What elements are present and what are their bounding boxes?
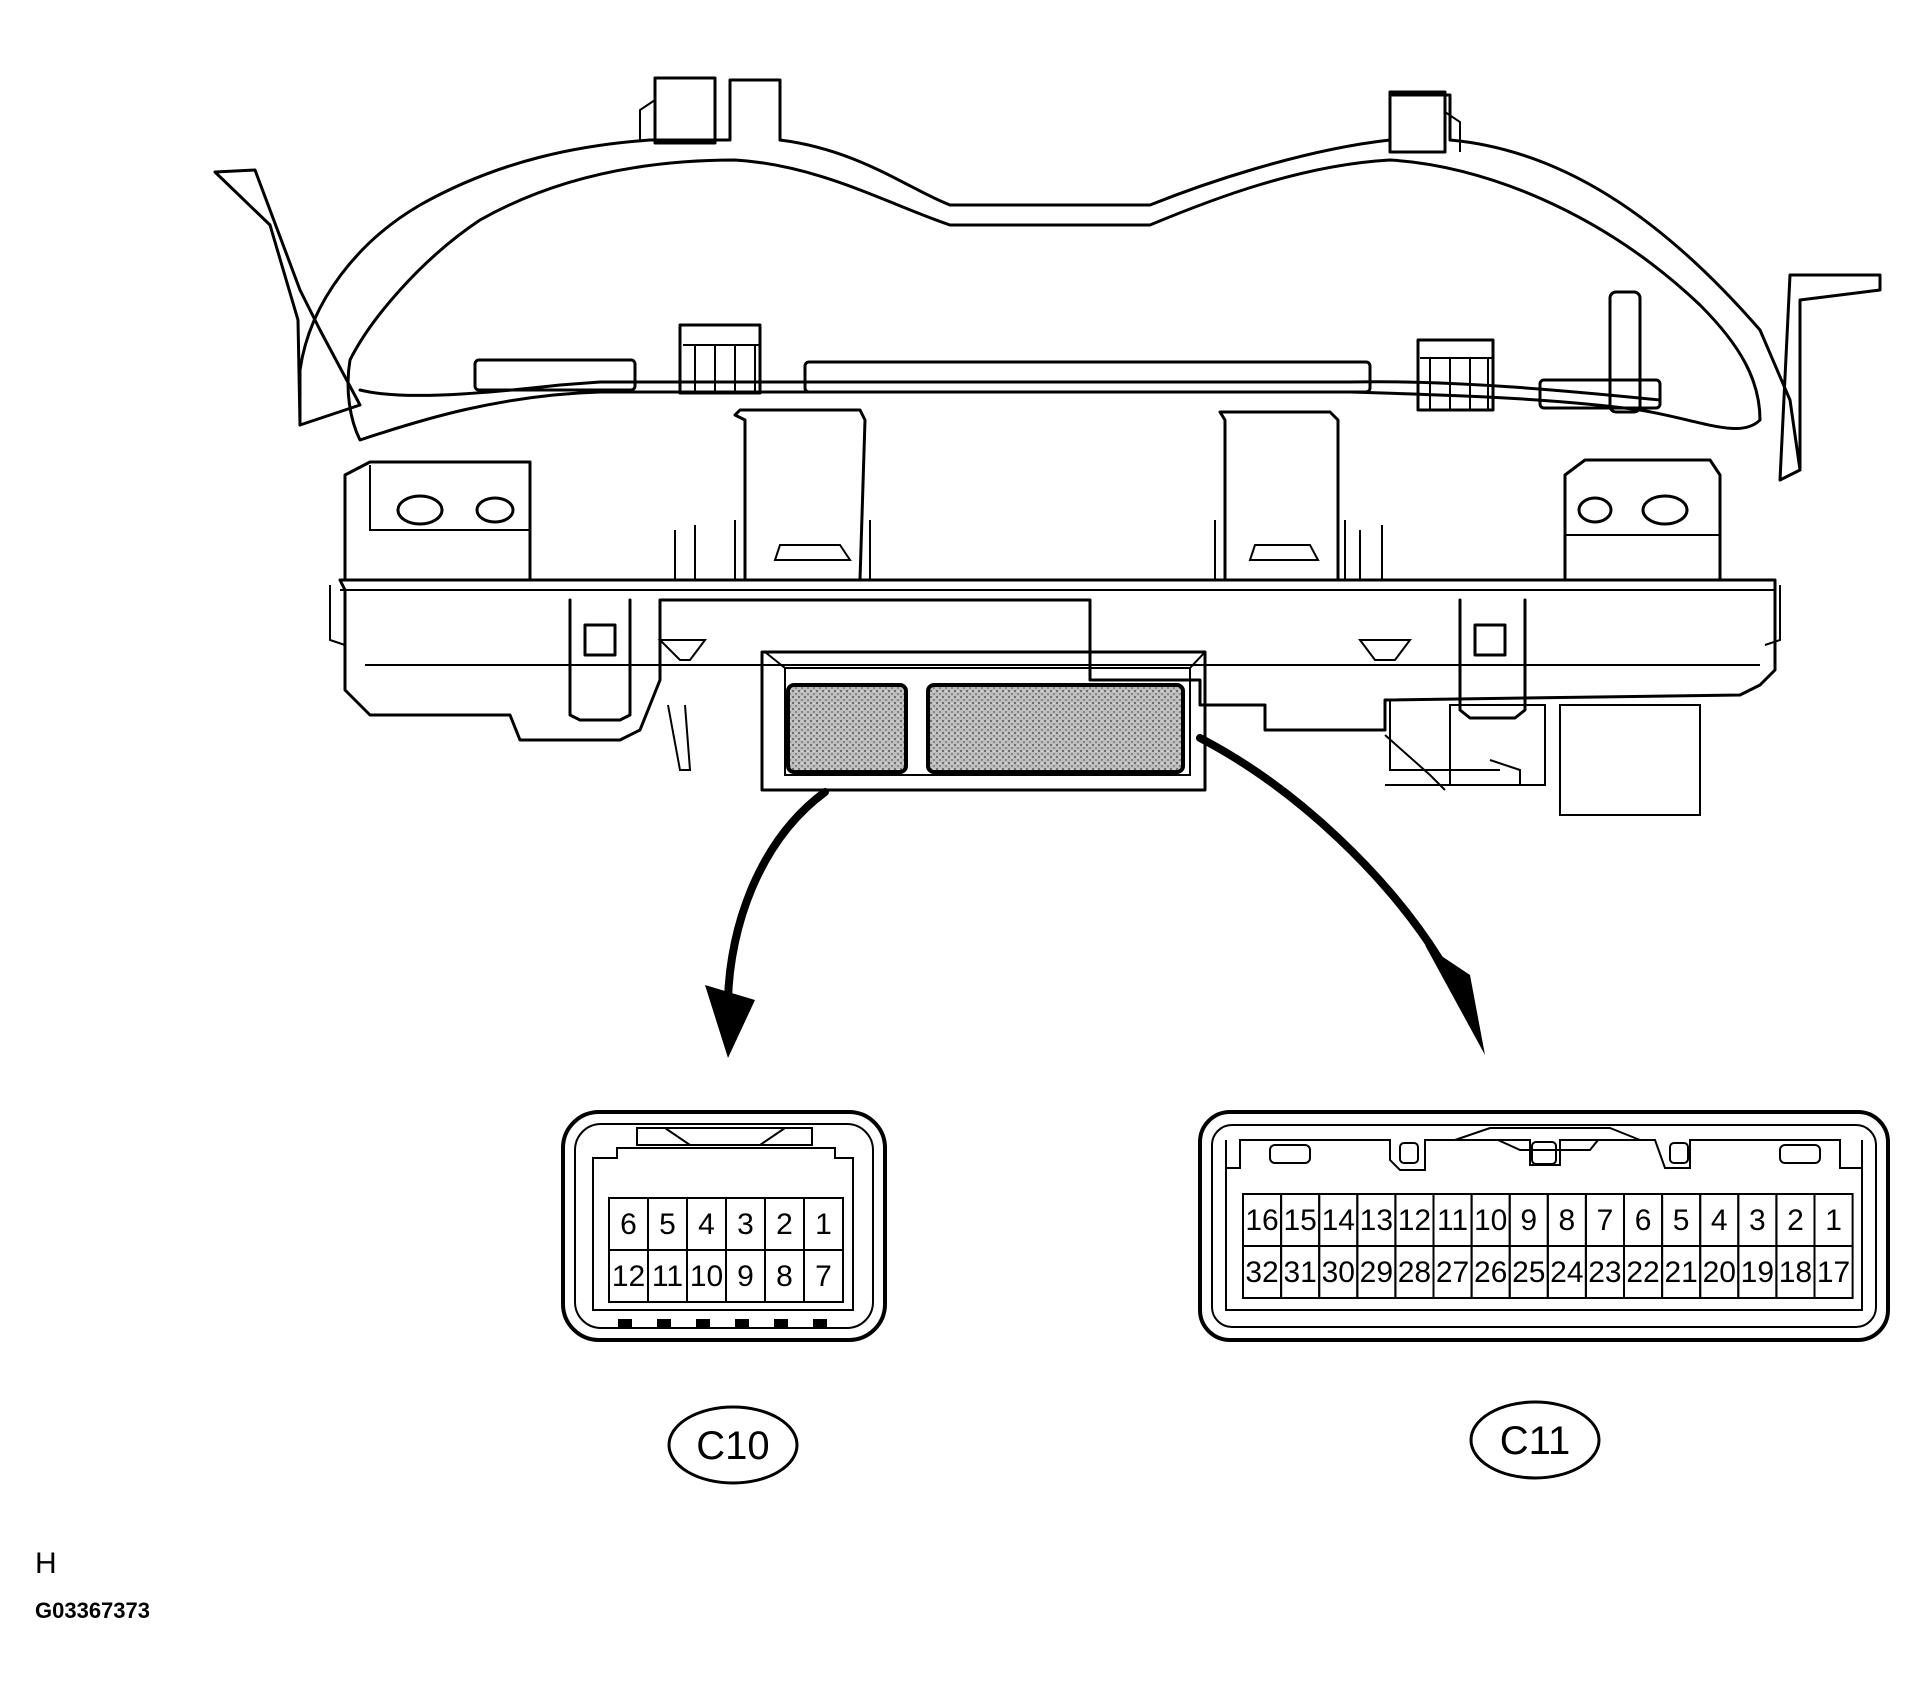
pin-number: 5 <box>1673 1204 1690 1237</box>
pin-number: 9 <box>737 1260 754 1293</box>
pin-number: 25 <box>1512 1256 1545 1289</box>
pin-number: 19 <box>1741 1256 1774 1289</box>
pin-number: 17 <box>1817 1256 1850 1289</box>
pin-number: 26 <box>1474 1256 1507 1289</box>
meter-hood-outer <box>213 168 362 427</box>
pin-number: 9 <box>1520 1204 1537 1237</box>
pin-number: 1 <box>815 1208 832 1241</box>
c10-terminal-stubs <box>618 1319 827 1327</box>
pin-number: 15 <box>1283 1204 1316 1237</box>
pin-number: 3 <box>737 1208 754 1241</box>
arrow-to-c11-head <box>1425 945 1485 1055</box>
arrow-to-c10-head <box>705 985 755 1058</box>
pin-number: 27 <box>1436 1256 1469 1289</box>
meter-connector-housing <box>760 650 1207 792</box>
inner-components <box>473 290 1662 414</box>
hood-tabs <box>639 76 1461 154</box>
c11-inner-shell <box>1211 1124 1877 1328</box>
pin-cell <box>1813 1245 1854 1299</box>
connector-arrows <box>705 734 1485 1058</box>
combination-meter-assembly <box>213 76 1882 816</box>
c11-label-text: C11 <box>1500 1419 1570 1463</box>
c11-outer-shell <box>1198 1110 1890 1342</box>
pin-number: 31 <box>1283 1256 1316 1289</box>
pin-number: 12 <box>1398 1204 1431 1237</box>
pin-number: 7 <box>1597 1204 1614 1237</box>
connector-right-inner <box>1416 338 1495 412</box>
pin-number: 4 <box>698 1208 715 1241</box>
pin-number: 2 <box>1787 1204 1804 1237</box>
pin-number: 7 <box>815 1260 832 1293</box>
pin-number: 8 <box>776 1260 793 1293</box>
pin-number: 10 <box>690 1260 723 1293</box>
pin-number: 11 <box>652 1260 683 1293</box>
pin-number: 11 <box>1437 1204 1468 1237</box>
pin-number: 30 <box>1322 1256 1355 1289</box>
meter-hood-inner-lip <box>346 158 1762 442</box>
c10-label: C10 <box>667 1405 799 1485</box>
pin-number: 12 <box>612 1260 645 1293</box>
pin-number: 32 <box>1245 1256 1278 1289</box>
pin-number: 8 <box>1559 1204 1576 1237</box>
pin-number: 22 <box>1626 1256 1659 1289</box>
pin-number: 14 <box>1322 1204 1355 1237</box>
pin-number: 6 <box>1635 1204 1652 1237</box>
arrow-to-c11 <box>1196 734 1444 964</box>
c10-outer-shell <box>561 1110 887 1342</box>
pin-number: 24 <box>1550 1256 1583 1289</box>
c10-inner-shell <box>574 1123 874 1329</box>
pin-number: 1 <box>1825 1204 1842 1237</box>
arrow-to-c10 <box>724 788 829 1004</box>
meter-hood-shell <box>298 78 1882 482</box>
meter-case <box>329 408 1781 816</box>
pin-number: 6 <box>620 1208 637 1241</box>
pin-number: 16 <box>1245 1204 1278 1237</box>
c11-label: C11 <box>1469 1400 1601 1480</box>
pin-number: 4 <box>1711 1204 1728 1237</box>
pin-cell <box>803 1249 844 1303</box>
pin-number: 3 <box>1749 1204 1766 1237</box>
pin-number: 20 <box>1703 1256 1736 1289</box>
c10-key <box>592 1147 854 1178</box>
figure-code: G03367373 <box>35 1598 150 1623</box>
connector-left-inner <box>678 323 762 395</box>
pin-number: 10 <box>1474 1204 1507 1237</box>
c10-label-text: C10 <box>696 1424 769 1468</box>
pin-number: 5 <box>659 1208 676 1241</box>
pin-number: 21 <box>1664 1256 1697 1289</box>
pin-number: 23 <box>1588 1256 1621 1289</box>
c11-socket <box>926 683 1185 774</box>
pin-number: 2 <box>776 1208 793 1241</box>
c11-key-profile <box>1225 1139 1863 1171</box>
pin-number: 28 <box>1398 1256 1431 1289</box>
pin-number: 13 <box>1360 1204 1393 1237</box>
meter-hood-inner-shadow <box>358 380 1662 402</box>
pin-number: 29 <box>1360 1256 1393 1289</box>
c10-socket <box>786 683 908 774</box>
corner-letter: H <box>35 1547 57 1580</box>
pin-number: 18 <box>1779 1256 1812 1289</box>
